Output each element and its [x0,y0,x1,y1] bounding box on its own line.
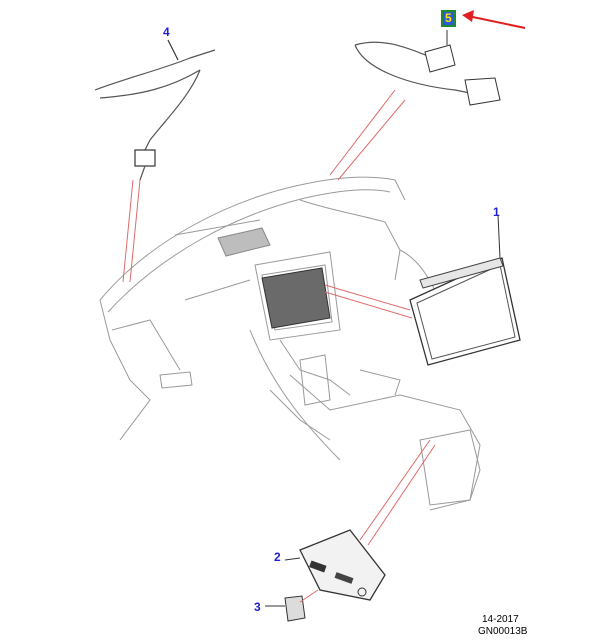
speaker-grille [217,227,271,257]
callout-1: 1 [493,205,500,219]
footer-reference: GN00013B [478,626,528,637]
antenna-cable-part [94,39,216,181]
gps-antenna-part [354,30,501,106]
display-aperture [261,267,331,329]
display-screen-part [409,214,521,366]
callout-2: 2 [274,550,281,564]
callout-3: 3 [254,600,261,614]
cover-plate-part [265,595,306,622]
highlight-arrow [462,10,526,29]
leader-lines [122,89,436,603]
callout-5-highlighted: 5 [441,10,456,27]
footer-year: 14-2017 [482,614,519,625]
dashboard-outline [99,176,481,511]
usb-hub-part [284,529,386,601]
callout-4: 4 [163,25,170,39]
